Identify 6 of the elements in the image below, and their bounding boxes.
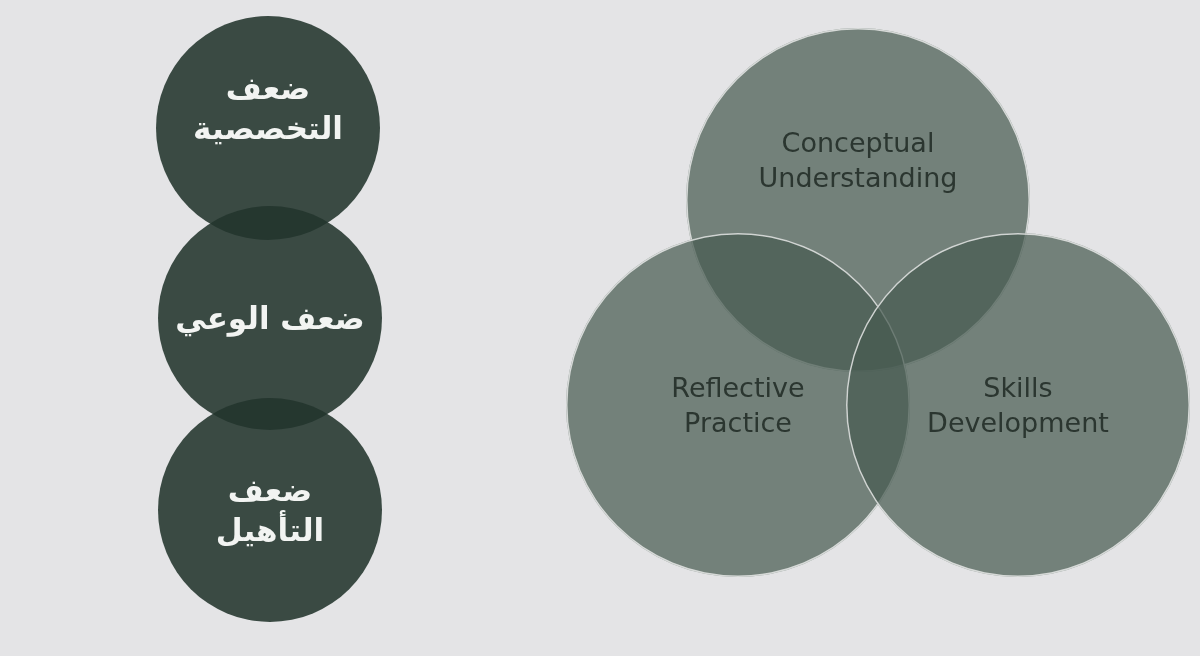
circle-label: Skills Development (926, 370, 1110, 440)
circle-label: Reflective Practice (670, 370, 806, 440)
circle-label: Conceptual Understanding (757, 125, 959, 195)
circle-label: ضعف التخصصية (192, 68, 344, 148)
circle-label: ضعف التأهيل (214, 470, 326, 550)
circle-label: ضعف الوعي (174, 298, 366, 339)
